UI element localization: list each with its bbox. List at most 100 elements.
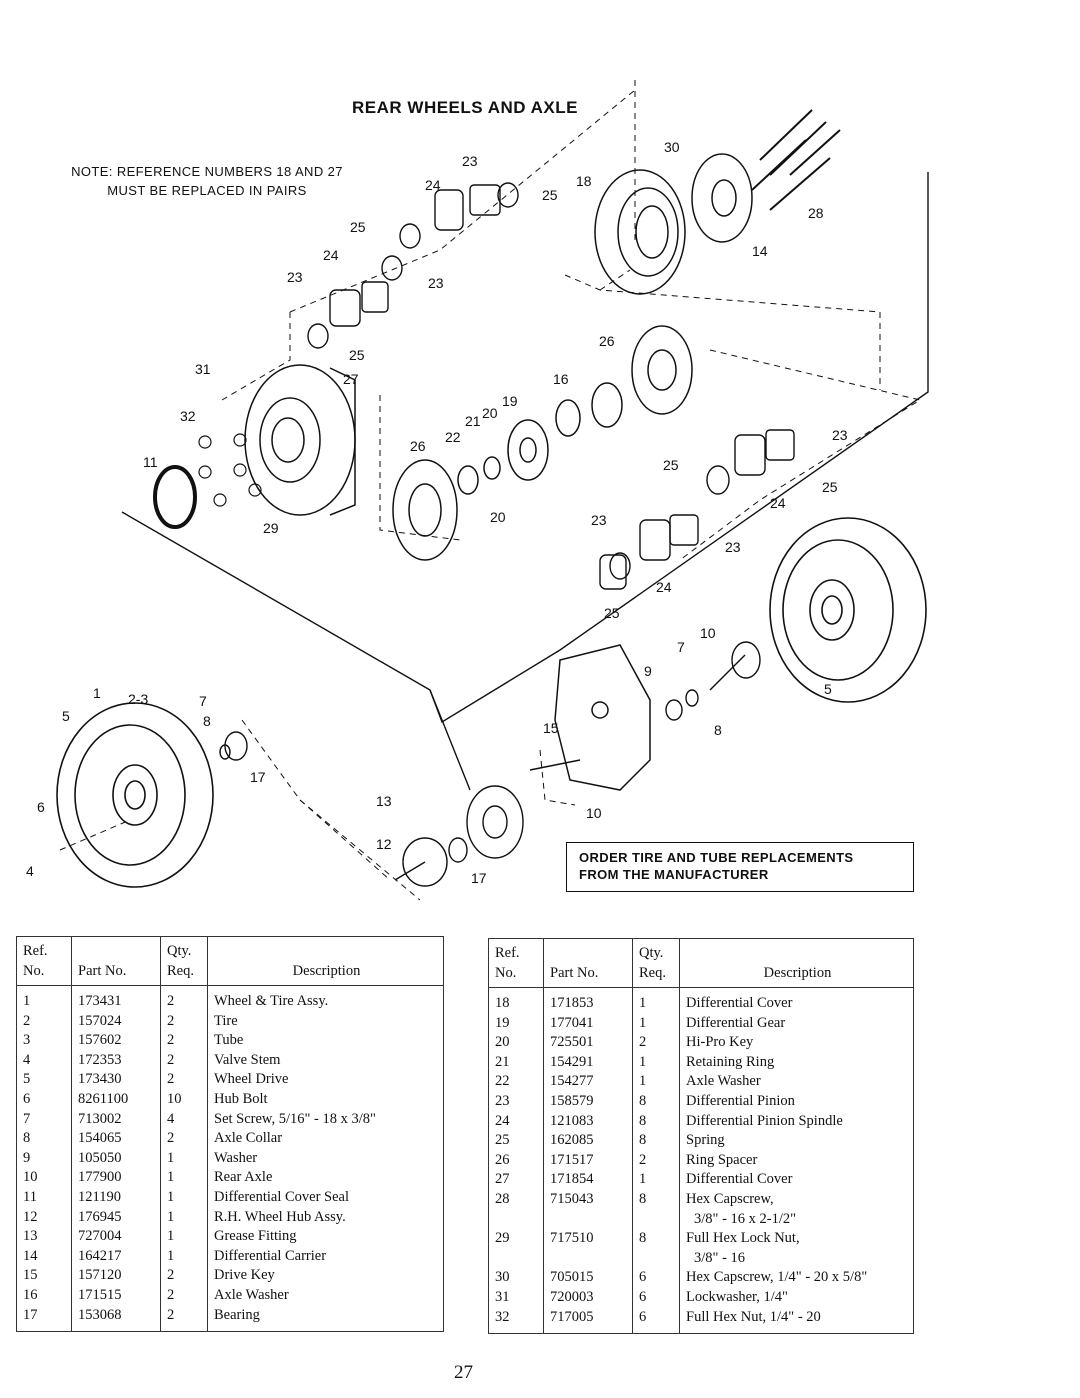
- ref-cell: 32: [488, 1307, 544, 1335]
- part-no-cell: 177900: [71, 1168, 161, 1188]
- description-cell: Tire: [207, 1011, 444, 1032]
- ref-cell: 9: [16, 1148, 72, 1169]
- description-cell: Axle Washer: [207, 1285, 444, 1306]
- reference-number-label: 25: [604, 605, 620, 621]
- reference-number-label: 29: [263, 520, 279, 536]
- ref-cell: 5: [16, 1070, 72, 1090]
- description-cell: Spring: [679, 1131, 914, 1151]
- description-cell: Axle Washer: [679, 1072, 914, 1092]
- description-cell: Wheel Drive: [207, 1070, 444, 1090]
- ref-cell: 27: [488, 1170, 544, 1190]
- qty-cell: 1: [160, 1148, 208, 1169]
- ref-cell: 10: [16, 1168, 72, 1188]
- right-wheel-tire: [769, 517, 927, 703]
- header-ref: Ref.No.: [16, 936, 72, 986]
- washers-and-gear: [457, 382, 623, 495]
- qty-cell: 1: [160, 1246, 208, 1267]
- reference-number-label: 25: [822, 479, 838, 495]
- header-part-no: Part No.: [71, 936, 161, 986]
- note-text: NOTE: REFERENCE NUMBERS 18 AND 27 MUST B…: [42, 162, 372, 200]
- part-no-cell: 164217: [71, 1246, 161, 1267]
- qty-cell: 6: [632, 1287, 680, 1308]
- differential-cover-seal-11: [153, 465, 197, 529]
- part-no-cell: 727004: [71, 1227, 161, 1247]
- ref-cell: 15: [16, 1266, 72, 1286]
- part-no-cell: 171853: [543, 987, 633, 1014]
- reference-number-label: 17: [250, 769, 266, 785]
- description-cell: Differential Carrier: [207, 1246, 444, 1267]
- ring-spacers-26: [392, 325, 693, 561]
- part-no-cell: 177041: [543, 1013, 633, 1034]
- part-no-cell: 105050: [71, 1148, 161, 1169]
- part-no-cell: 717005: [543, 1307, 633, 1335]
- reference-number-label: 23: [287, 269, 303, 285]
- order-replacement-notice: ORDER TIRE AND TUBE REPLACEMENTS FROM TH…: [566, 842, 914, 892]
- qty-cell: 2: [160, 1305, 208, 1333]
- part-no-cell: [543, 1248, 633, 1269]
- table-row: 3/8" - 16: [488, 1248, 914, 1269]
- reference-number-label: 12: [376, 836, 392, 852]
- reference-number-label: 21: [465, 413, 481, 429]
- reference-number-label: 1: [93, 685, 101, 701]
- ref-cell: 2: [16, 1011, 72, 1032]
- qty-cell: 8: [632, 1111, 680, 1132]
- description-cell: Differential Cover: [679, 987, 914, 1014]
- part-no-cell: 162085: [543, 1131, 633, 1151]
- reference-number-label: 23: [725, 539, 741, 555]
- description-cell: 3/8" - 16 x 2-1/2": [679, 1209, 914, 1230]
- qty-cell: 1: [160, 1168, 208, 1188]
- part-no-cell: 173431: [71, 985, 161, 1012]
- differential-cover-27: [244, 364, 356, 516]
- qty-cell: 2: [160, 1050, 208, 1071]
- qty-cell: 8: [632, 1189, 680, 1210]
- ref-cell: 18: [488, 987, 544, 1014]
- part-no-cell: 157024: [71, 1011, 161, 1032]
- part-no-cell: 153068: [71, 1305, 161, 1333]
- qty-cell: 2: [160, 1129, 208, 1149]
- description-cell: Differential Cover Seal: [207, 1187, 444, 1208]
- ref-cell: 3: [16, 1031, 72, 1051]
- part-no-cell: 713002: [71, 1109, 161, 1130]
- qty-cell: [632, 1248, 680, 1269]
- description-cell: Differential Cover: [679, 1170, 914, 1190]
- reference-number-label: 16: [553, 371, 569, 387]
- reference-number-label: 20: [490, 509, 506, 525]
- reference-number-label: 17: [471, 870, 487, 886]
- ref-cell: 28: [488, 1189, 544, 1210]
- qty-cell: 1: [160, 1187, 208, 1208]
- differential-cover-18: [594, 169, 686, 295]
- reference-number-label: 15: [543, 720, 559, 736]
- reference-number-label: 8: [203, 713, 211, 729]
- reference-number-label: 9: [644, 663, 652, 679]
- ref-cell: 12: [16, 1207, 72, 1228]
- description-cell: Bearing: [207, 1305, 444, 1333]
- description-cell: R.H. Wheel Hub Assy.: [207, 1207, 444, 1228]
- part-no-cell: 715043: [543, 1189, 633, 1210]
- description-cell: Rear Axle: [207, 1168, 444, 1188]
- part-no-cell: 154291: [543, 1052, 633, 1073]
- ref-cell: 26: [488, 1150, 544, 1171]
- ref-cell: 17: [16, 1305, 72, 1333]
- description-cell: Hex Capscrew, 1/4" - 20 x 5/8": [679, 1268, 914, 1288]
- description-cell: Axle Collar: [207, 1129, 444, 1149]
- description-cell: Tube: [207, 1031, 444, 1051]
- part-no-cell: 121083: [543, 1111, 633, 1132]
- reference-number-label: 23: [428, 275, 444, 291]
- reference-number-label: 28: [808, 205, 824, 221]
- qty-cell: 10: [160, 1089, 208, 1110]
- ref-cell: [488, 1209, 544, 1230]
- exploded-parts-diagram: 30 23 24 25 18 28 14 25 24 23 23 25 26 3…: [26, 80, 929, 901]
